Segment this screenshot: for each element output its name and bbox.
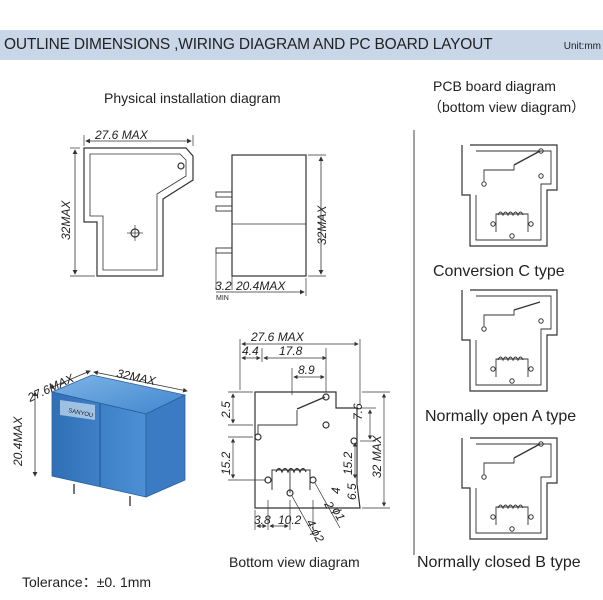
dim-15-2-right: 15.2 xyxy=(341,451,355,475)
dim-10-2: 10.2 xyxy=(278,513,302,527)
bottom-top-width-dim: 27.6 MAX xyxy=(250,330,305,344)
header-banner: OUTLINE DIMENSIONS ,WIRING DIAGRAM AND P… xyxy=(0,30,603,60)
front-outline-view xyxy=(83,147,194,277)
relay-photo: SANYOU xyxy=(50,374,187,506)
depth-dim: 20.4MAX xyxy=(235,279,286,293)
dim-phi-2: 4-ϕ2 xyxy=(303,517,327,545)
dim-3-8: 3.8 xyxy=(254,513,271,527)
pin-length-dim: 3.2 xyxy=(215,279,232,293)
bottom-view-dimensions: 27.6 MAX 4.4 17.8 8.9 2.5 15.2 7.6 15.2 … xyxy=(219,330,390,545)
bottom-view-diagram-title: Bottom view diagram xyxy=(229,554,360,570)
normally-open-a-type-label: Normally open A type xyxy=(425,408,577,425)
pcb-normally-closed-b-type xyxy=(461,437,558,540)
pcb-normally-open-a-type xyxy=(461,289,558,392)
dim-8-9: 8.9 xyxy=(298,363,315,377)
front-outline-dimensions: 27.6 MAX 32MAX xyxy=(59,128,194,277)
dim-2-5: 2.5 xyxy=(219,401,233,419)
pcb-diagram-title: PCB board diagram xyxy=(433,78,556,94)
dim-4: 4 xyxy=(329,487,343,494)
side-height-dim: 32MAX xyxy=(315,205,329,245)
dim-6-5: 6.5 xyxy=(345,483,359,500)
normally-closed-b-type-label: Normally closed B type xyxy=(417,554,581,571)
relay-brand-text: SANYOU xyxy=(68,408,94,419)
pcb-conversion-c-type xyxy=(461,144,558,247)
front-width-dim: 27.6 MAX xyxy=(94,128,149,142)
conversion-c-type-label: Conversion C type xyxy=(433,263,565,280)
dim-4-4: 4.4 xyxy=(242,344,259,358)
page-title: OUTLINE DIMENSIONS ,WIRING DIAGRAM AND P… xyxy=(4,36,493,53)
photo-height-dim: 20.4MAX xyxy=(11,416,25,467)
dim-32-max: 32 MAX xyxy=(370,434,384,478)
physical-diagram-title: Physical installation diagram xyxy=(104,90,281,106)
pcb-diagram-subtitle: （bottom view diagram） xyxy=(428,99,586,115)
dim-17-8: 17.8 xyxy=(279,344,303,358)
unit-label: Unit:mm xyxy=(563,41,601,52)
tolerance-note: Tolerance：±0. 1mm xyxy=(22,574,152,590)
front-height-dim: 32MAX xyxy=(59,200,73,240)
dim-15-2-left: 15.2 xyxy=(219,451,233,475)
pin-min-label: MIN xyxy=(216,295,229,302)
side-outline-dimensions: 32MAX 3.2 MIN 20.4MAX xyxy=(215,154,329,302)
dim-phi-1: ϕ1 xyxy=(329,505,348,523)
dim-7-6: 7.6 xyxy=(351,403,365,420)
side-outline-view xyxy=(215,154,307,290)
